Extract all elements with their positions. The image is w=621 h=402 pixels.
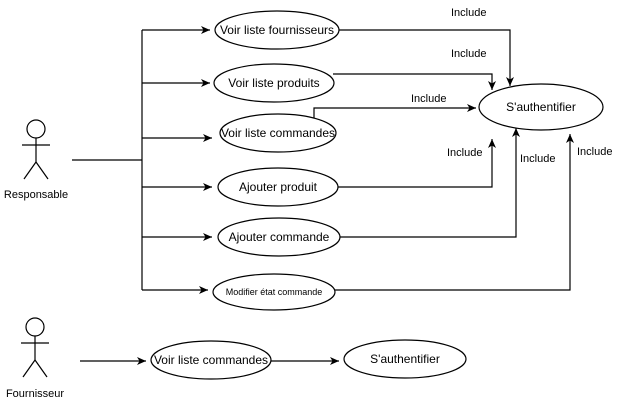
use-case-fournisseur-voir-liste-commandes[interactable]: Voir liste commandes <box>150 340 272 380</box>
use-case-fournisseur-sauthentifier[interactable]: S'authentifier <box>343 339 467 379</box>
use-case-label: Voir liste produits <box>228 76 319 90</box>
actor-label-fournisseur: Fournisseur <box>6 388 64 400</box>
include-label: Include <box>447 147 482 159</box>
include-relations <box>313 29 574 291</box>
use-case-label: Voir liste fournisseurs <box>220 23 334 37</box>
use-case-label: Ajouter produit <box>239 180 318 194</box>
include-label: Include <box>577 146 612 158</box>
include-label: Include <box>520 153 555 165</box>
use-case-voir-liste-fournisseurs[interactable]: Voir liste fournisseurs <box>214 10 340 50</box>
use-case-voir-liste-commandes[interactable]: Voir liste commandes <box>219 113 337 153</box>
use-case-label: Ajouter commande <box>229 230 330 244</box>
use-case-voir-liste-produits[interactable]: Voir liste produits <box>213 63 335 103</box>
include-label: Include <box>451 48 486 60</box>
actor-responsable[interactable]: Responsable <box>4 119 68 201</box>
use-case-sauthentifier[interactable]: S'authentifier <box>478 83 604 131</box>
use-case-label: Voir liste commandes <box>154 353 268 367</box>
association-lines-responsable <box>72 26 212 294</box>
use-case-ajouter-commande[interactable]: Ajouter commande <box>217 217 341 257</box>
use-case-label: Modifier état commande <box>226 287 323 297</box>
actor-label-responsable: Responsable <box>4 189 68 201</box>
use-case-label: Voir liste commandes <box>221 126 335 140</box>
include-label: Include <box>451 7 486 19</box>
stick-figure-icon <box>21 317 49 378</box>
include-label: Include <box>411 93 446 105</box>
use-case-label: S'authentifier <box>506 100 576 114</box>
use-case-label: S'authentifier <box>370 352 440 366</box>
stick-figure-icon <box>22 119 50 180</box>
use-case-modifier-etat-commande[interactable]: Modifier état commande <box>212 273 336 311</box>
use-case-ajouter-produit[interactable]: Ajouter produit <box>217 167 339 207</box>
actor-fournisseur[interactable]: Fournisseur <box>6 317 64 400</box>
